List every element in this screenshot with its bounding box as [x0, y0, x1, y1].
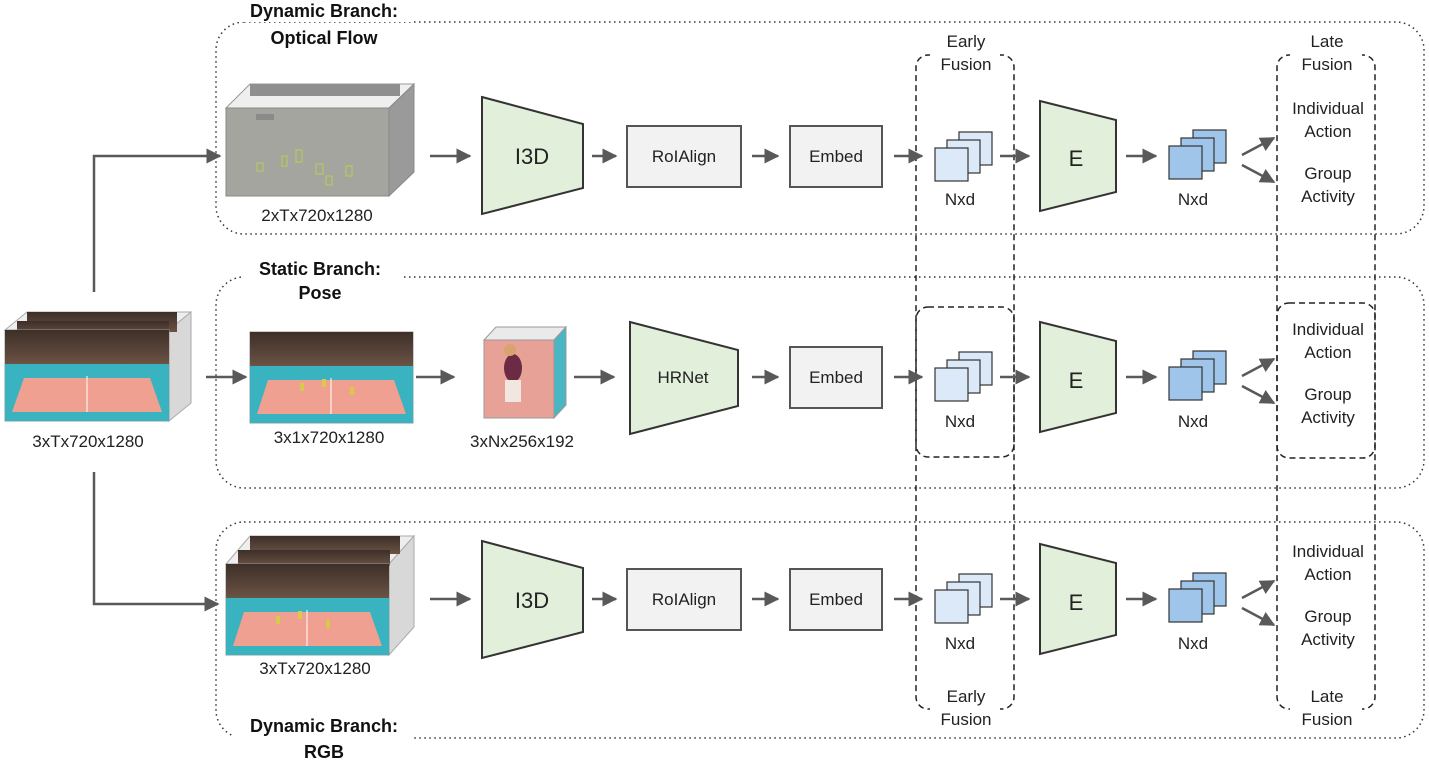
encoder-flow-module — [1039, 99, 1117, 213]
features-rgb-late-label: Nxd — [1178, 634, 1208, 653]
encoder-pose-label: E — [1069, 368, 1084, 393]
i3d-rgb-label: I3D — [515, 588, 549, 613]
i3d-flow-label: I3D — [515, 144, 549, 169]
arrow-input-to-flow — [92, 148, 222, 292]
rgb-branch-container — [215, 521, 1425, 739]
flow-individual-line2: Action — [1304, 122, 1351, 141]
embed-flow-label: Embed — [809, 147, 863, 166]
flow-branch-container — [215, 21, 1425, 235]
feature-stack-flow-early — [934, 131, 993, 182]
pose-individual-line2: Action — [1304, 343, 1351, 362]
features-pose-early-label: Nxd — [945, 412, 975, 431]
pose-branch-container — [215, 276, 1425, 489]
flow-branch-title-line1: Dynamic Branch: — [250, 1, 398, 21]
encoder-rgb-label: E — [1069, 590, 1084, 615]
rgb-group-line1: Group — [1304, 607, 1351, 626]
hrnet-module — [629, 320, 739, 436]
encoder-rgb-module — [1039, 542, 1117, 656]
late-fusion-bottom-line1: Late — [1310, 687, 1343, 706]
late-fusion-top-line2: Fusion — [1301, 55, 1352, 74]
feature-stack-rgb-late — [1168, 572, 1227, 623]
roialign-flow-label: RoIAlign — [652, 147, 716, 166]
encoder-pose-module — [1039, 320, 1117, 434]
rgb-individual-line1: Individual — [1292, 542, 1364, 561]
feature-stack-pose-early — [934, 351, 993, 402]
rgb-branch-title-line2: RGB — [304, 742, 344, 762]
flow-group-line2: Activity — [1301, 187, 1355, 206]
embed-pose-box — [789, 346, 883, 409]
pose-frame-image — [249, 331, 414, 424]
pose-frame-dims-label: 3x1x720x1280 — [274, 428, 385, 447]
rgb-input-dims-label: 3xTx720x1280 — [259, 659, 371, 678]
early-fusion-bottom-line2: Fusion — [940, 710, 991, 729]
i3d-rgb-module — [481, 539, 584, 660]
late-fusion-top-line1: Late — [1310, 32, 1343, 51]
embed-flow-box — [789, 125, 883, 188]
early-fusion-bottom-line1: Early — [947, 687, 986, 706]
roialign-rgb-label: RoIAlign — [652, 590, 716, 609]
roialign-rgb-box — [626, 568, 742, 631]
flow-branch-title-line2: Optical Flow — [270, 28, 378, 48]
embed-rgb-box — [789, 568, 883, 631]
roialign-flow-box — [626, 125, 742, 188]
flow-group-line1: Group — [1304, 164, 1351, 183]
feature-stack-rgb-early — [934, 573, 993, 624]
features-flow-early-label: Nxd — [945, 190, 975, 209]
early-fusion-top-line2: Fusion — [940, 55, 991, 74]
rgb-individual-line2: Action — [1304, 565, 1351, 584]
feature-stack-flow-late — [1168, 129, 1227, 180]
encoder-flow-label: E — [1069, 146, 1084, 171]
pose-individual-line1: Individual — [1292, 320, 1364, 339]
flow-input-dims-label: 2xTx720x1280 — [261, 206, 373, 225]
input-dims-label: 3xTx720x1280 — [32, 432, 144, 451]
hrnet-label: HRNet — [657, 368, 708, 387]
late-fusion-box-pose — [1276, 302, 1376, 459]
features-flow-late-label: Nxd — [1178, 190, 1208, 209]
rgb-group-line2: Activity — [1301, 630, 1355, 649]
late-fusion-bottom-line2: Fusion — [1301, 710, 1352, 729]
crops-dims-label: 3xNx256x192 — [470, 432, 574, 451]
early-fusion-top-line1: Early — [947, 32, 986, 51]
pose-branch-title-line2: Pose — [298, 283, 341, 303]
flow-individual-line1: Individual — [1292, 99, 1364, 118]
optical-flow-stack — [224, 82, 416, 198]
input-video-stack — [3, 310, 193, 423]
features-pose-late-label: Nxd — [1178, 412, 1208, 431]
embed-pose-label: Embed — [809, 368, 863, 387]
arrow-input-to-rgb — [92, 472, 220, 612]
pose-group-line2: Activity — [1301, 408, 1355, 427]
i3d-flow-module — [481, 95, 584, 216]
feature-stack-pose-late — [1168, 350, 1227, 401]
pose-group-line1: Group — [1304, 385, 1351, 404]
pose-branch-title-line1: Static Branch: — [259, 259, 381, 279]
embed-rgb-label: Embed — [809, 590, 863, 609]
person-crops-stack — [482, 325, 568, 420]
features-rgb-early-label: Nxd — [945, 634, 975, 653]
rgb-video-stack — [224, 534, 416, 657]
rgb-branch-title-line1: Dynamic Branch: — [250, 716, 398, 736]
